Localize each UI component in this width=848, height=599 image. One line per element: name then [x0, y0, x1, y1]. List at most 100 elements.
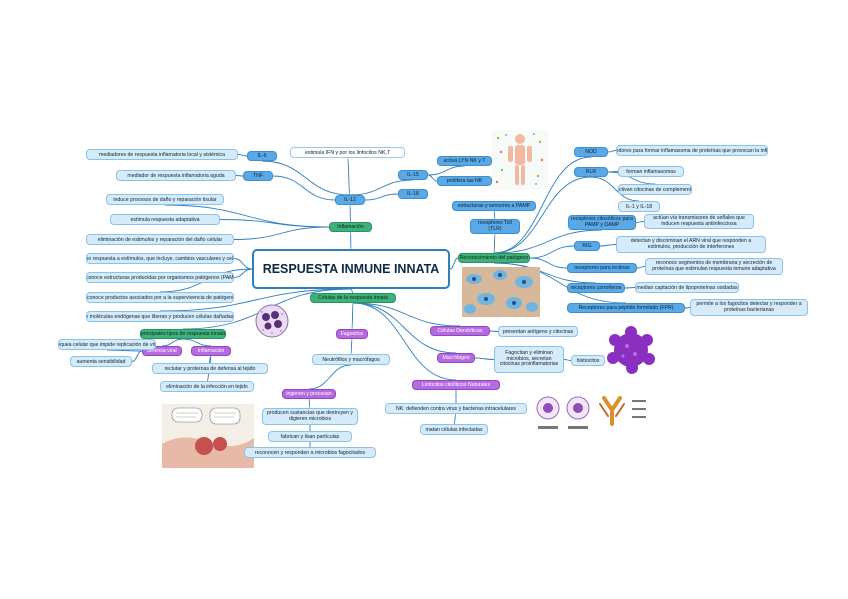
connector-41 [352, 302, 457, 381]
node-lectinas-desc[interactable]: reconoce segmentos de membrana y secreci… [645, 258, 783, 275]
node-inflamacion-tipo-a[interactable]: reclutar y proteínas de defensa al tejid… [152, 363, 268, 374]
node-il15[interactable]: IL-15 [398, 170, 428, 180]
node-tnf[interactable]: TNF [243, 171, 273, 181]
node-nk-a[interactable]: NK: defienden contra virus y bacterias i… [385, 403, 527, 414]
connector-45 [563, 359, 572, 361]
node-inflamacion-e[interactable]: reconoce estructuras producidas por orga… [86, 272, 234, 283]
connector-43 [489, 330, 499, 332]
node-il6-desc[interactable]: mediadores de respuesta inflamatoria loc… [86, 149, 238, 160]
connector-39 [352, 302, 461, 327]
node-activa-nk[interactable]: activa LYN NK y T [437, 156, 492, 166]
node-receptores-toll[interactable]: receptores Toll (TLR) [470, 219, 520, 234]
connector-56 [131, 350, 143, 362]
node-viral-b[interactable]: aumenta sensibilidad [70, 356, 132, 367]
connector-55 [106, 349, 143, 352]
connector-10 [349, 179, 414, 196]
connector-25 [493, 229, 603, 254]
node-tnf-desc[interactable]: mediador de respuesta inflamatoria aguda [116, 170, 236, 181]
node-histiocitos[interactable]: histiocitos [571, 355, 605, 366]
connector-7 [237, 154, 248, 157]
node-rig-desc[interactable]: detectan y discriminan el ARN viral que … [616, 236, 766, 253]
neutrophil-illustration [255, 304, 289, 338]
node-nk-b[interactable]: matan células infectadas [420, 424, 488, 435]
node-inflamacion-b[interactable]: estimula respuesta adaptativa [110, 214, 220, 225]
connector-30 [607, 150, 617, 153]
node-inflamacion-tipo-b[interactable]: eliminación de la infección en tejido [160, 381, 254, 392]
node-prolifera-nk[interactable]: prolifera las NK [437, 176, 492, 186]
node-celulas[interactable]: Células de la respuesta innata [310, 293, 396, 303]
node-rlr[interactable]: RLR [574, 167, 608, 177]
node-fagocitos[interactable]: Fagocitos [336, 329, 368, 339]
node-defensa-viral[interactable]: defensa viral [142, 346, 182, 356]
node-ingieren[interactable]: ingieren y procesan [282, 389, 336, 399]
node-inflamacion-g[interactable]: reconoce moléculas endógenas que liberan… [86, 311, 234, 322]
node-carroneros[interactable]: receptores carroñeros [567, 283, 625, 293]
node-receptores-citosolicos[interactable]: receptores citosólicos para PAMP y DAMP [568, 215, 636, 230]
connector-32 [607, 171, 656, 185]
node-fagocitos-a[interactable]: producen sustancias que destruyen y digi… [262, 408, 358, 425]
node-fagocitos-c[interactable]: reconocen y responden a microbios fagoci… [244, 447, 376, 458]
node-principales-tipos[interactable]: principales tipos de respuesta innata [140, 329, 226, 339]
connector-20 [159, 288, 352, 312]
connector-53 [161, 338, 184, 347]
node-neutrofilos[interactable]: Neutrófilos y macrófagos [312, 354, 390, 365]
node-receptores-citosolicos-desc[interactable]: actúan vía transmisores de señales que i… [644, 214, 754, 229]
connector-0 [350, 231, 352, 250]
connector-9 [347, 157, 351, 196]
node-nod[interactable]: NOD [574, 147, 608, 157]
connector-44 [474, 357, 495, 360]
node-rig[interactable]: RIG [574, 241, 600, 251]
connector-2 [350, 288, 354, 294]
node-inflamacion-a[interactable]: induce procesos de daño y reparación tis… [106, 194, 224, 205]
node-rlr-a[interactable]: forman inflamasomas [618, 166, 684, 177]
tissue-illustration [162, 404, 254, 468]
node-inflamacion-f[interactable]: reconoce productos asociados por a la su… [86, 292, 234, 303]
connector-21 [493, 233, 496, 254]
node-dendriticas[interactable]: Células Dendríticas [430, 326, 490, 336]
node-fpr[interactable]: Receptores para péptido formilado (FPR) [567, 303, 685, 313]
connector-17 [233, 258, 253, 270]
node-linfocitos-nk[interactable]: Linfocitos citolíticos Naturales [412, 380, 500, 390]
node-viral-a[interactable]: bloquea celular que impide replicación d… [58, 339, 156, 350]
connector-16 [233, 226, 330, 240]
node-inflamacion-tipo[interactable]: Inflamación [191, 346, 231, 356]
node-inflamacion-c[interactable]: eliminación de estimulos y reparación de… [86, 234, 234, 245]
connector-50 [308, 398, 311, 409]
connector-6 [272, 175, 336, 201]
connector-34 [635, 221, 645, 223]
connector-4 [349, 204, 351, 223]
node-estimula-ifn[interactable]: estimula IFN γ por los linfocitos NK,T [290, 147, 405, 158]
node-inflamacion[interactable]: Inflamación [329, 222, 372, 232]
node-inflamacion-d[interactable]: proceso respuesta a estímulos, que inclu… [86, 253, 234, 264]
node-il18[interactable]: IL-18 [398, 189, 428, 199]
node-reconocimiento[interactable]: Reconocimiento del patógeno [458, 253, 530, 263]
node-fpr-desc[interactable]: permite a los fagocitos detectar y respo… [690, 299, 808, 316]
connector-15 [219, 219, 330, 228]
antibody-cells-illustration [536, 396, 646, 429]
node-nod-desc[interactable]: reconocedores para formar inflamasoma de… [616, 145, 768, 156]
connector-11 [364, 193, 399, 201]
node-lectinas[interactable]: receptores para lectinas [567, 263, 637, 273]
connector-22 [493, 210, 496, 220]
connector-49 [308, 364, 352, 390]
connector-5 [261, 160, 351, 196]
node-il6[interactable]: IL-6 [247, 151, 277, 161]
node-il12[interactable]: IL-12 [335, 195, 365, 205]
connector-23 [493, 156, 592, 254]
node-estructuras-pamp[interactable]: estructuras y sensores a PAMP [452, 201, 536, 211]
connector-1 [449, 257, 459, 270]
connector-24 [493, 176, 592, 254]
node-dendriticas-desc[interactable]: presentan antígeno y citocinas [498, 326, 578, 337]
node-rlr-b[interactable]: activan citocinas de complemento [618, 184, 692, 195]
connector-29 [493, 262, 627, 304]
connector-54 [182, 338, 212, 347]
node-fagocitos-b[interactable]: fabrican y lisan partículas [268, 431, 352, 442]
node-rlr-c[interactable]: IL-1 y IL-18 [618, 201, 660, 212]
main-title[interactable]: RESPUESTA INMUNE INNATA [252, 249, 450, 289]
connector-47 [453, 413, 457, 425]
node-macrofagos[interactable]: Macrófagos [437, 353, 475, 363]
node-carroneros-desc[interactable]: median captación de lipoproteínas oxidad… [635, 282, 739, 293]
node-macrofagos-desc[interactable]: Fagocitan y eliminan microbios, secretan… [494, 346, 564, 373]
